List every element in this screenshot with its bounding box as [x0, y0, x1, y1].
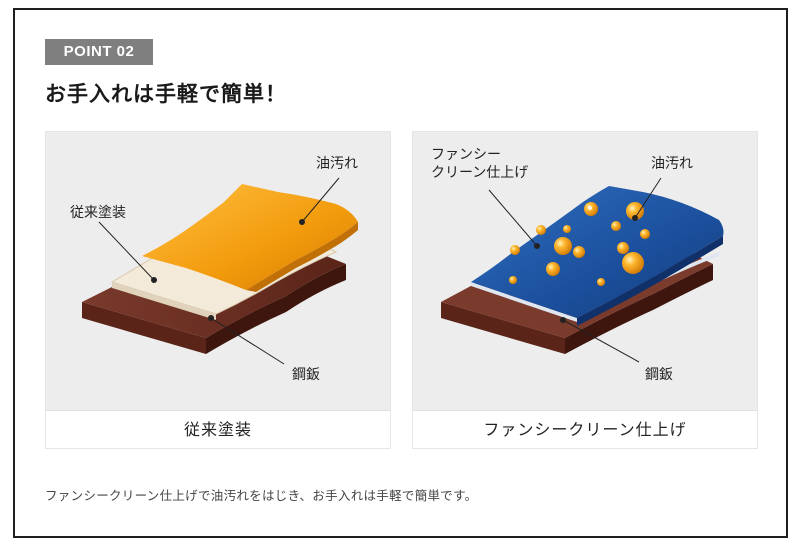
conventional-illustration: [82, 177, 358, 365]
footnote: ファンシークリーン仕上げで油汚れをはじき、お手入れは手軽で簡単です。: [45, 488, 478, 503]
label-oil: 油汚れ: [651, 156, 693, 172]
oil-droplets: [509, 202, 650, 286]
label-fancy-clean-line2: クリーン仕上げ: [431, 165, 529, 181]
panel-fancy-clean: ファンシー クリーン仕上げ 油汚れ 鋼鈑 ファンシークリーン仕上げ: [412, 131, 758, 449]
fancy-clean-illustration: [441, 177, 724, 363]
label-steel: 鋼鈑: [292, 367, 320, 383]
leader-coating: [98, 221, 155, 281]
leader-oil: [301, 177, 340, 223]
label-fancy-clean-line1: ファンシー: [431, 147, 501, 163]
leader-oil: [634, 177, 662, 219]
blue-coating: [471, 186, 724, 318]
point-badge: POINT 02: [45, 39, 153, 65]
leader-finish: [488, 189, 538, 247]
page-title: お手入れは手軽で簡単！: [45, 82, 287, 106]
label-conventional-coating: 従来塗装: [70, 205, 126, 221]
leader-steel: [210, 317, 285, 365]
label-steel: 鋼鈑: [645, 367, 673, 383]
steel-side-front: [82, 302, 206, 354]
steel-side-right: [206, 264, 346, 354]
caption-fancy-clean: ファンシークリーン仕上げ: [413, 410, 757, 448]
panel-conventional: 油汚れ 従来塗装 鋼鈑 従来塗装: [45, 131, 391, 449]
label-oil: 油汚れ: [316, 156, 358, 172]
oil-layer: [142, 184, 358, 290]
caption-conventional: 従来塗装: [46, 410, 390, 448]
leader-steel: [562, 319, 640, 363]
